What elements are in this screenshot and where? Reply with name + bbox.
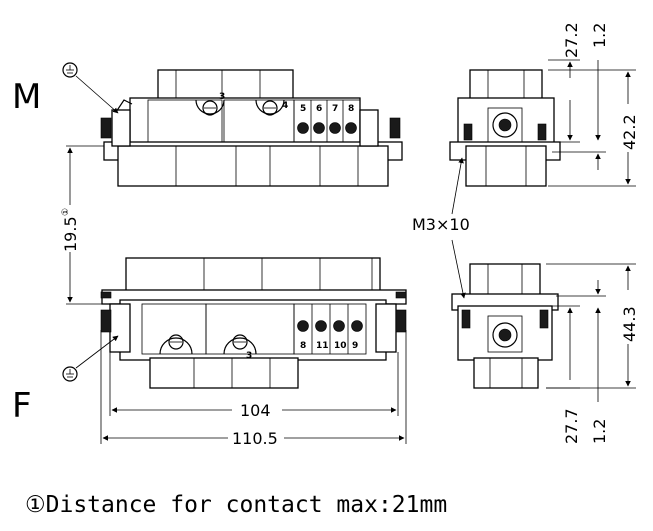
male-contact-number: 3 (219, 92, 225, 102)
dimension-19-5: 19.5 ① (61, 145, 104, 305)
male-contact-number: 8 (348, 104, 354, 114)
dimension-label: 19.5 (61, 216, 80, 252)
female-contact-number: 10 (334, 341, 347, 351)
screw-callout: M3×10 (412, 157, 470, 299)
male-contacts: 3 4 5 6 7 8 (219, 92, 361, 143)
male-side-view (449, 69, 561, 187)
dimension-label: 1.2 (590, 419, 609, 444)
dimension-label: 27.2 (562, 22, 581, 58)
male-contact-number: 4 (282, 101, 288, 111)
female-side-view (451, 263, 559, 389)
dimension-27-2: 27.2 (548, 22, 581, 143)
female-contact-number: 8 (300, 341, 306, 351)
dimension-44-3: 44.3 (546, 263, 639, 389)
dimension-42-2: 42.2 (548, 69, 639, 187)
dimension-label: 110.5 (232, 429, 278, 448)
footnote-marker: ① (61, 208, 71, 216)
female-contact-number: 9 (352, 341, 358, 351)
dimension-1-2-bottom: 1.2 (556, 280, 609, 444)
female-front-view: 8 3 11 10 9 (100, 257, 407, 389)
dimension-label: 42.2 (620, 114, 639, 150)
female-contact-number: 11 (316, 341, 329, 351)
male-label: M (12, 77, 41, 117)
female-contact-number: 3 (246, 351, 252, 361)
dimension-label: 27.7 (562, 408, 581, 444)
male-front-view: 3 4 5 6 7 8 (100, 69, 403, 187)
ground-icon (62, 335, 119, 382)
female-contacts: 8 3 11 10 9 (246, 303, 367, 361)
dimension-104: 104 (109, 352, 399, 420)
female-label: F (12, 386, 32, 426)
dimension-1-2-top: 1.2 (552, 23, 609, 170)
screw-label: M3×10 (412, 215, 470, 234)
male-contact-number: 6 (316, 104, 322, 114)
male-contact-number: 5 (300, 104, 306, 114)
dimension-label: 1.2 (590, 23, 609, 48)
male-contact-number: 7 (332, 104, 338, 114)
dimension-27-7: 27.7 (546, 305, 581, 444)
dimension-label: 104 (240, 401, 271, 420)
dimension-110-5: 110.5 (100, 330, 407, 448)
dimension-label: 44.3 (620, 306, 639, 342)
footnote-caption: ①Distance for contact max:21mm (25, 492, 447, 518)
ground-icon (62, 62, 119, 114)
